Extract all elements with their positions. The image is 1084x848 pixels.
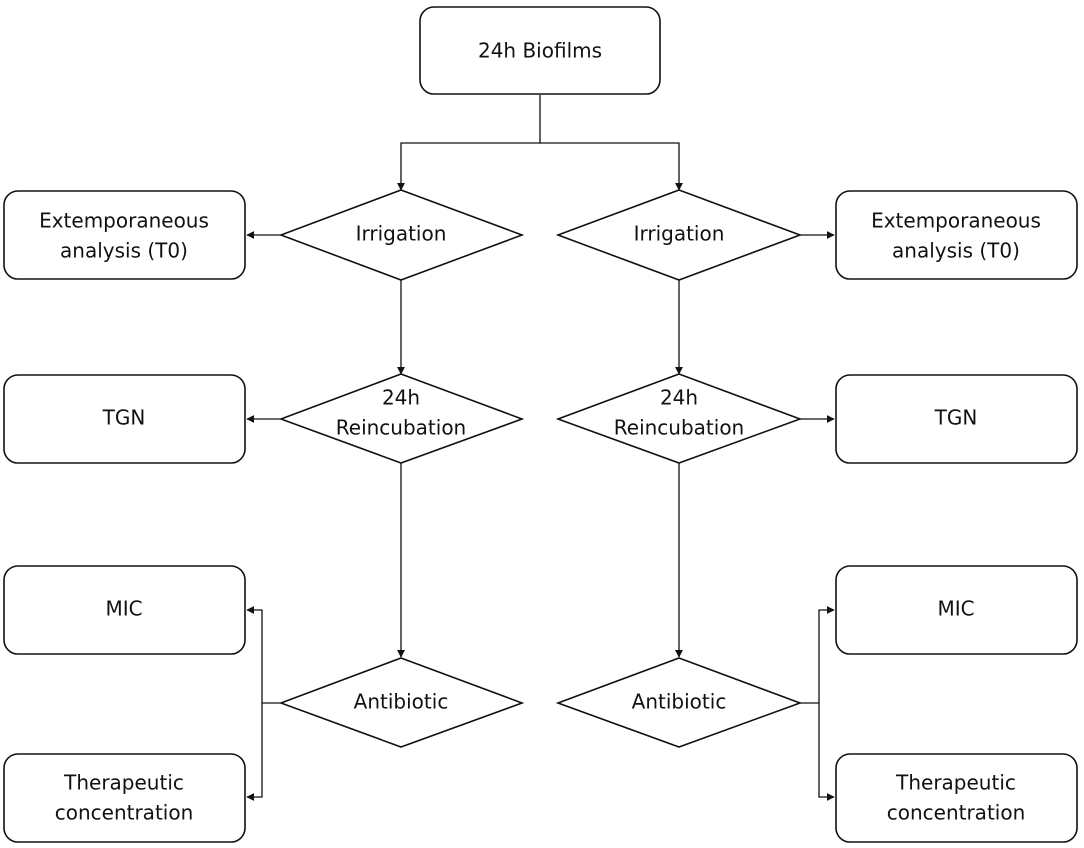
node-right-reincubation-line2: Reincubation xyxy=(614,416,744,440)
node-left-therapeutic: Therapeutic concentration xyxy=(3,753,246,843)
node-left-extemporaneous-line1: Extemporaneous xyxy=(39,209,209,233)
node-root-label: 24h Biofilms xyxy=(478,39,602,63)
node-right-mic-label: MIC xyxy=(937,597,974,621)
connectors xyxy=(246,95,835,801)
edge-right-antibiotic-to-therapeutic xyxy=(818,703,835,801)
edge-root-to-left-irrigation xyxy=(397,95,541,191)
node-right-extemporaneous-line1: Extemporaneous xyxy=(871,209,1041,233)
node-left-therapeutic-line2: concentration xyxy=(55,801,194,825)
node-left-extemporaneous: Extemporaneous analysis (T0) xyxy=(3,190,246,280)
node-right-therapeutic-line1: Therapeutic xyxy=(895,771,1016,795)
node-left-reincubation-line2: Reincubation xyxy=(336,416,466,440)
node-left-mic: MIC xyxy=(3,565,246,655)
node-right-mic: MIC xyxy=(835,565,1078,655)
node-right-tgn-label: TGN xyxy=(934,406,978,430)
node-left-antibiotic-label: Antibiotic xyxy=(354,690,449,714)
node-left-antibiotic: Antibiotic xyxy=(278,657,525,748)
node-left-irrigation-label: Irrigation xyxy=(356,222,447,246)
node-right-therapeutic: Therapeutic concentration xyxy=(835,753,1078,843)
edge-right-antibiotic-to-mic xyxy=(800,606,835,704)
node-left-tgn: TGN xyxy=(3,374,246,464)
edge-root-to-right-irrigation xyxy=(540,142,683,191)
node-right-therapeutic-line2: concentration xyxy=(887,801,1026,825)
node-right-reincubation: 24h Reincubation xyxy=(555,373,803,464)
edge-left-antibiotic-to-mic xyxy=(246,606,281,704)
node-root-biofilms: 24h Biofilms xyxy=(419,6,661,95)
node-left-tgn-label: TGN xyxy=(102,406,146,430)
node-right-antibiotic: Antibiotic xyxy=(555,657,803,748)
node-right-tgn: TGN xyxy=(835,374,1078,464)
node-right-reincubation-line1: 24h xyxy=(660,386,698,410)
node-right-irrigation: Irrigation xyxy=(555,189,803,281)
node-right-extemporaneous: Extemporaneous analysis (T0) xyxy=(835,190,1078,280)
node-right-extemporaneous-line2: analysis (T0) xyxy=(892,239,1020,263)
node-left-extemporaneous-line2: analysis (T0) xyxy=(60,239,188,263)
node-left-mic-label: MIC xyxy=(105,597,142,621)
node-right-antibiotic-label: Antibiotic xyxy=(632,690,727,714)
node-left-reincubation-line1: 24h xyxy=(382,386,420,410)
node-left-reincubation: 24h Reincubation xyxy=(278,373,525,464)
node-left-therapeutic-line1: Therapeutic xyxy=(63,771,184,795)
edge-left-antibiotic-to-therapeutic xyxy=(246,703,263,801)
node-right-irrigation-label: Irrigation xyxy=(634,222,725,246)
node-left-irrigation: Irrigation xyxy=(278,189,525,281)
